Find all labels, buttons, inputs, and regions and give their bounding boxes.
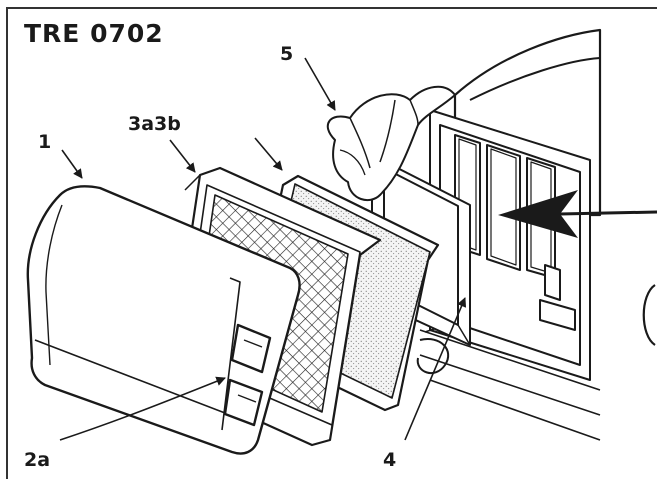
- label-5: 5: [280, 43, 293, 65]
- figure-code: TRE 0702: [24, 19, 164, 48]
- cleaning-rag: [326, 85, 456, 202]
- figure-frame: [6, 7, 657, 479]
- leader-3b: [254, 137, 283, 171]
- label-3a3b: 3a3b: [128, 113, 181, 135]
- leader-5: [304, 57, 336, 111]
- label-4: 4: [383, 449, 396, 471]
- leader-3a3b: [169, 139, 196, 173]
- leader-1: [61, 149, 83, 179]
- leader-2a: [59, 376, 226, 441]
- callout-leaders: [59, 57, 467, 441]
- engine-housing: [416, 28, 656, 441]
- leader-4: [404, 297, 467, 441]
- label-1: 1: [38, 131, 51, 153]
- label-2a: 2a: [24, 449, 50, 471]
- filter-cover: [26, 185, 301, 455]
- airflow-arrow: [498, 190, 657, 238]
